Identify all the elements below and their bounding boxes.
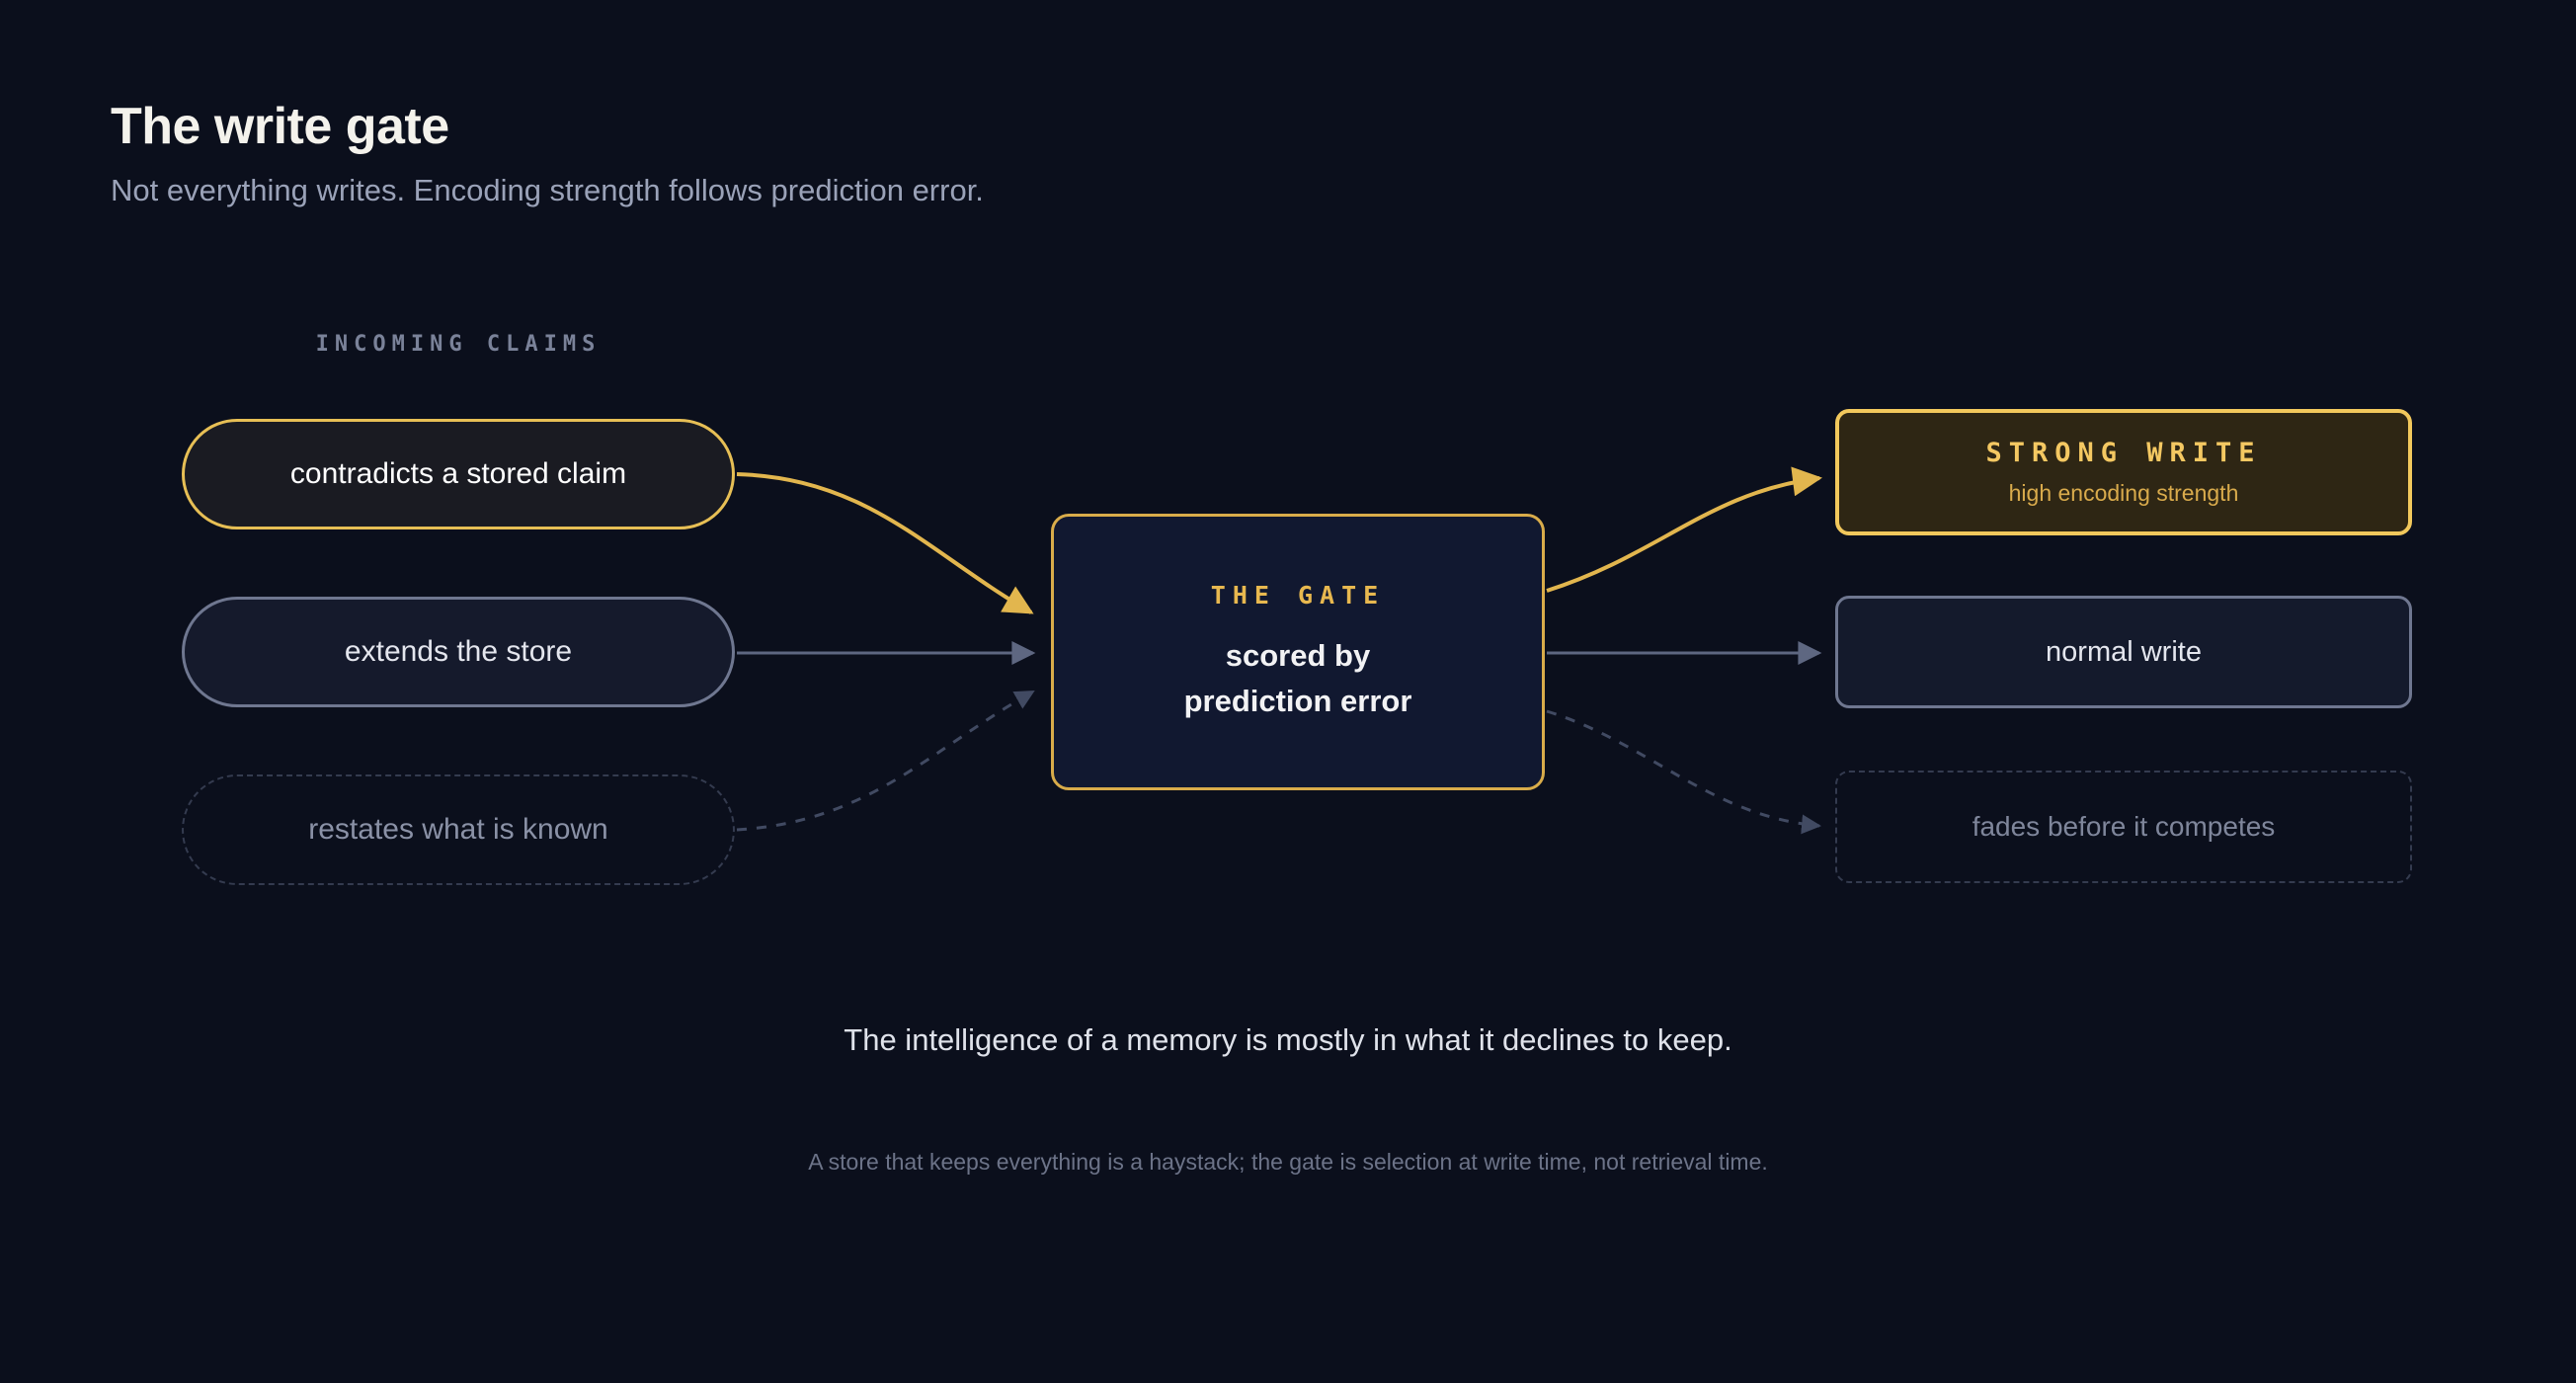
arrow-gate-to-fades <box>1546 709 1821 835</box>
strong-write-subtitle: high encoding strength <box>2008 480 2239 506</box>
fades-label: fades before it competes <box>1972 811 2276 842</box>
arrow-contradicts-to-gate <box>736 472 1034 614</box>
footnote: A store that keeps everything is a hayst… <box>808 1149 1768 1175</box>
normal-write-label: normal write <box>2046 635 2202 668</box>
gate-node: THE GATE scored by prediction error <box>1051 514 1545 790</box>
arrow-gate-to-strong-write <box>1546 466 1822 593</box>
gate-label: THE GATE <box>1210 580 1386 610</box>
gate-description: scored by prediction error <box>1183 637 1412 718</box>
output-fades-node: fades before it competes <box>1835 771 2412 883</box>
output-strong-write-node: STRONG WRITE high encoding strength <box>1835 409 2412 535</box>
incoming-claims-label: INCOMING CLAIMS <box>315 332 602 357</box>
input-extends-node: extends the store <box>182 597 735 707</box>
page-subtitle: Not everything writes. Encoding strength… <box>111 173 984 207</box>
page-title: The write gate <box>111 98 449 155</box>
input-contradicts-label: contradicts a stored claim <box>289 457 627 490</box>
input-contradicts-node: contradicts a stored claim <box>182 419 735 529</box>
input-extends-label: extends the store <box>344 635 573 668</box>
strong-write-title: STRONG WRITE <box>1985 438 2262 468</box>
caption: The intelligence of a memory is mostly i… <box>844 1022 1732 1057</box>
arrow-restates-to-gate <box>736 690 1035 832</box>
output-normal-write-node: normal write <box>1835 596 2412 708</box>
input-restates-node: restates what is known <box>182 774 735 885</box>
input-restates-label: restates what is known <box>308 813 608 846</box>
